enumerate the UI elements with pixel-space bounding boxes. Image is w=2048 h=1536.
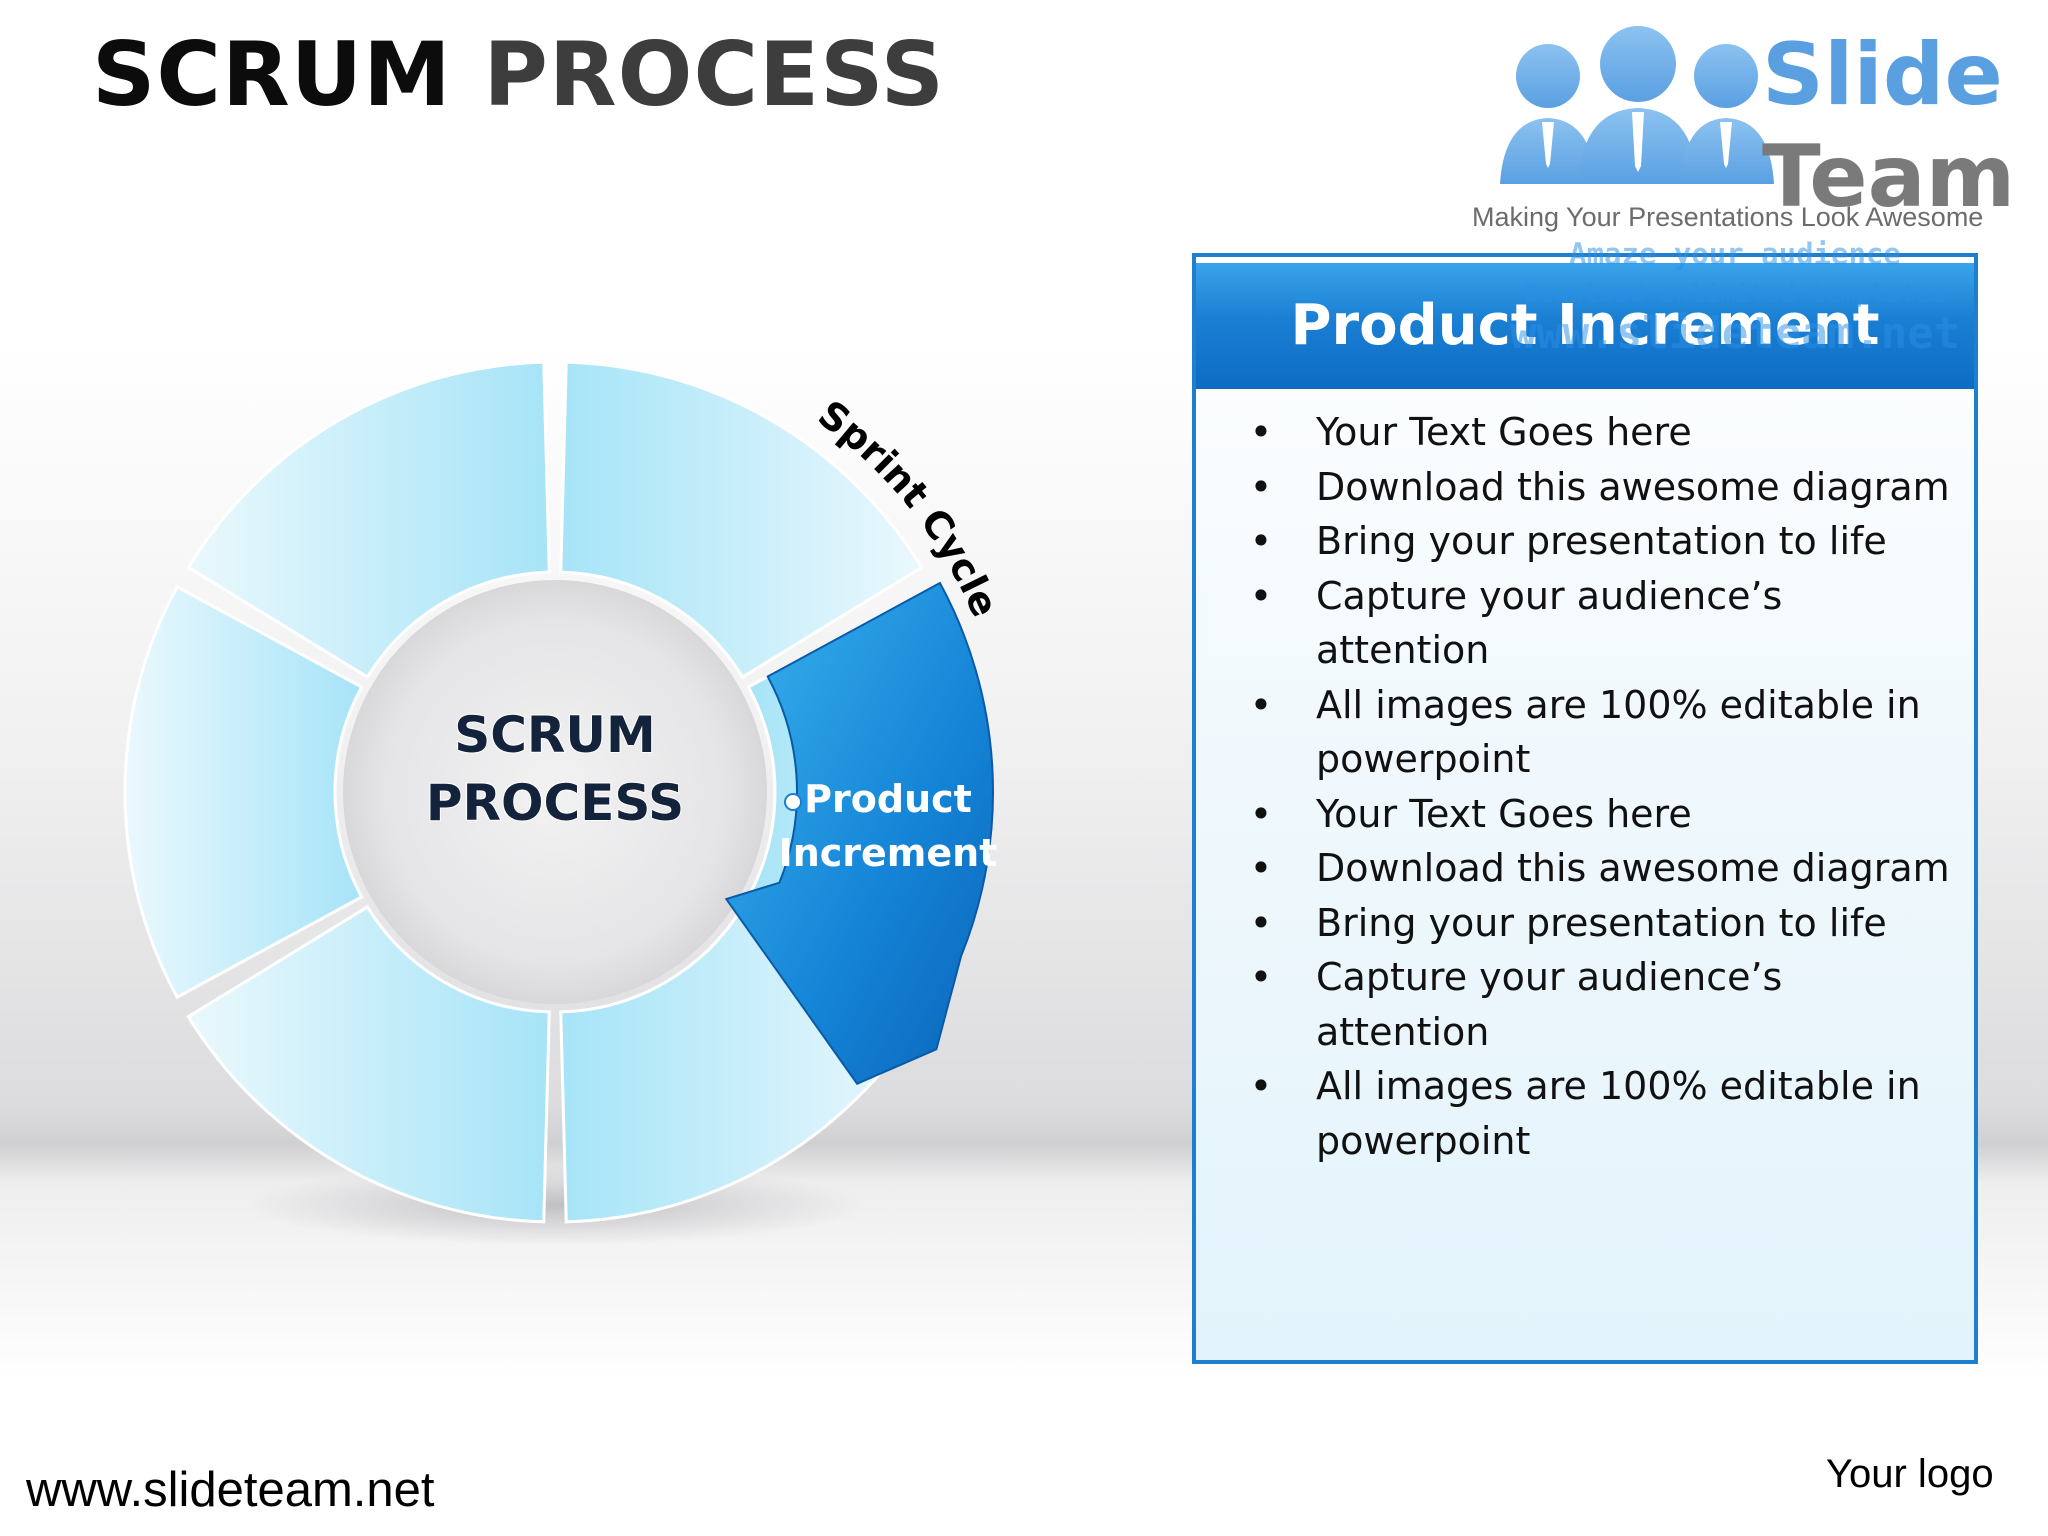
bullet-text-line: Download this awesome diagram bbox=[1316, 464, 1950, 509]
bullet-icon: • bbox=[1249, 410, 1273, 454]
bullet-text-line: Download this awesome diagram bbox=[1316, 846, 1950, 890]
bullet-icon: • bbox=[1249, 573, 1273, 618]
bullet-text-line: Your Text Goes here bbox=[1316, 791, 1692, 836]
bullet-text-line: attention bbox=[1316, 628, 1490, 672]
highlight-segment bbox=[724, 581, 995, 1086]
bullet-icon: • bbox=[1249, 682, 1273, 727]
highlight-label-line-2: Increment bbox=[779, 831, 998, 875]
footer-logo-placeholder: Your logo bbox=[1826, 1452, 1994, 1496]
bullet-icon: • bbox=[1249, 846, 1273, 890]
highlight-arrow bbox=[724, 581, 995, 1086]
center-disc bbox=[343, 580, 767, 1004]
bullet-text-line: Bring your presentation to life bbox=[1316, 900, 1887, 945]
logo-word-team: Team bbox=[1762, 127, 2016, 227]
highlight-label-line-1: Product bbox=[804, 777, 972, 821]
bullet-text-line: powerpoint bbox=[1316, 1118, 1531, 1163]
bullet-text-line: powerpoint bbox=[1316, 737, 1531, 781]
bullet-icon: • bbox=[1249, 519, 1273, 563]
bullet-item: • Your Text Goes here bbox=[1246, 787, 1954, 842]
bullet-text-line: All images are 100% editable in bbox=[1316, 1064, 1921, 1108]
title-part-1: SCRUM bbox=[92, 23, 452, 126]
panel-title: Product Increment bbox=[1290, 293, 1880, 358]
slideteam-logo: Slide Team Making Your Presentations Loo… bbox=[1470, 20, 2030, 260]
ring-segment bbox=[123, 584, 364, 1000]
center-label-line-2: PROCESS bbox=[426, 774, 684, 832]
bullet-icon: • bbox=[1249, 464, 1273, 509]
bullet-icon: • bbox=[1249, 955, 1273, 999]
bullet-item: • Capture your audience’s attention bbox=[1246, 569, 1954, 678]
bullet-text-line: Your Text Goes here bbox=[1316, 410, 1692, 454]
bullet-text-line: attention bbox=[1316, 1009, 1490, 1054]
bullet-item: • All images are 100% editable in powerpoi… bbox=[1246, 1059, 1954, 1168]
ring-shadow bbox=[245, 1165, 865, 1245]
bullet-dot-icon bbox=[784, 793, 802, 811]
ring-segment bbox=[186, 904, 551, 1224]
bullet-text-line: Capture your audience’s bbox=[1316, 573, 1783, 618]
logo-tagline: Making Your Presentations Look Awesome bbox=[1472, 202, 1984, 232]
bullet-item: • Download this awesome diagram bbox=[1246, 460, 1954, 515]
bullet-icon: • bbox=[1249, 1064, 1273, 1108]
center-label-line-1: SCRUM bbox=[454, 706, 656, 764]
bullet-item: • Download this awesome diagram bbox=[1246, 841, 1954, 896]
ring-segment bbox=[186, 360, 551, 680]
info-panel: Product Increment • Your Text Goes here • D… bbox=[1192, 253, 1978, 1364]
bullet-item: • Capture your audience’s attention bbox=[1246, 950, 1954, 1059]
bullet-text-line: Bring your presentation to life bbox=[1316, 519, 1887, 563]
bullet-icon: • bbox=[1249, 791, 1273, 836]
bullet-item: • Bring your presentation to life bbox=[1246, 896, 1954, 951]
bullet-list: • Your Text Goes here • Download this aweso… bbox=[1246, 405, 1954, 1168]
panel-header: Product Increment bbox=[1196, 257, 1974, 389]
footer-url: www.slideteam.net bbox=[26, 1463, 435, 1517]
title-part-2: PROCESS bbox=[483, 23, 945, 126]
scrum-cycle-diagram: Sprint Cycle SCRUM PROCESS Product Incre… bbox=[123, 360, 1007, 1245]
page-title: SCRUM PROCESS bbox=[92, 22, 945, 128]
bullet-item: • All images are 100% editable in powerpoi… bbox=[1246, 678, 1954, 787]
people-icon bbox=[1500, 26, 1774, 184]
bullet-text-line: All images are 100% editable in bbox=[1316, 682, 1921, 727]
bullet-item: • Bring your presentation to life bbox=[1246, 514, 1954, 569]
bullet-item: • Your Text Goes here bbox=[1246, 405, 1954, 460]
logo-word-slide: Slide bbox=[1762, 25, 2003, 125]
ring-segment bbox=[559, 360, 924, 680]
bullet-text-line: Capture your audience’s bbox=[1316, 955, 1783, 999]
bullet-icon: • bbox=[1249, 900, 1273, 945]
